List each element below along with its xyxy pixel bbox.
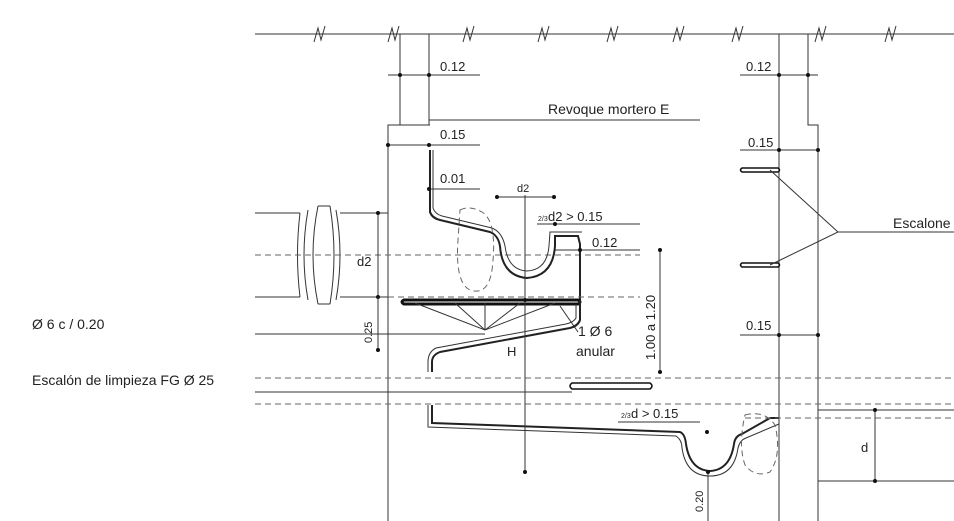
height-range-label: 1.00 a 1.20 (643, 295, 658, 360)
revoque-label: Revoque mortero E (548, 101, 669, 117)
rebar-label: Ø 6 c / 0.20 (32, 316, 105, 332)
dim-025: 0.25 (363, 322, 375, 343)
rule-d2-fraction: 2/3 (538, 216, 548, 223)
lower-section (427, 405, 780, 477)
ground-line (255, 25, 954, 43)
left-wall (387, 34, 430, 521)
ring-label-1: 1 Ø 6 (578, 323, 612, 339)
center-axis (523, 195, 527, 474)
right-steps (739, 167, 954, 268)
dimension-lines (376, 73, 877, 521)
dim-015-right-top: 0.15 (748, 135, 773, 150)
rule-d2-label: d2 > 0.15 (548, 209, 603, 224)
right-wall (778, 34, 819, 521)
rebar-leaders (255, 302, 579, 335)
lower-pipe (255, 377, 954, 482)
dim-001: 0.01 (440, 171, 465, 186)
rule-d-label: d > 0.15 (631, 406, 678, 421)
d-side-label: d (861, 440, 868, 455)
dim-015-left: 0.15 (440, 127, 465, 142)
ring-label-2: anular (576, 343, 615, 359)
d2-top-label: d2 (517, 183, 529, 195)
h-label: H (507, 344, 516, 359)
dim-012-right: 0.12 (746, 59, 771, 74)
rule-d-fraction: 2/3 (621, 413, 631, 420)
dim-012-mid: 0.12 (592, 235, 617, 250)
dim-015-right-bottom: 0.15 (746, 318, 771, 333)
dim-012-left: 0.12 (440, 59, 465, 74)
upper-section (429, 150, 582, 300)
dim-020: 0.20 (694, 491, 706, 512)
escalon-limpieza-label: Escalón de limpieza FG Ø 25 (32, 372, 214, 388)
middle-section (427, 300, 581, 372)
d2-side-label: d2 (357, 254, 371, 269)
rebar-bar (388, 296, 640, 306)
cleaning-step (255, 382, 653, 393)
escalones-label: Escalone (893, 215, 951, 231)
